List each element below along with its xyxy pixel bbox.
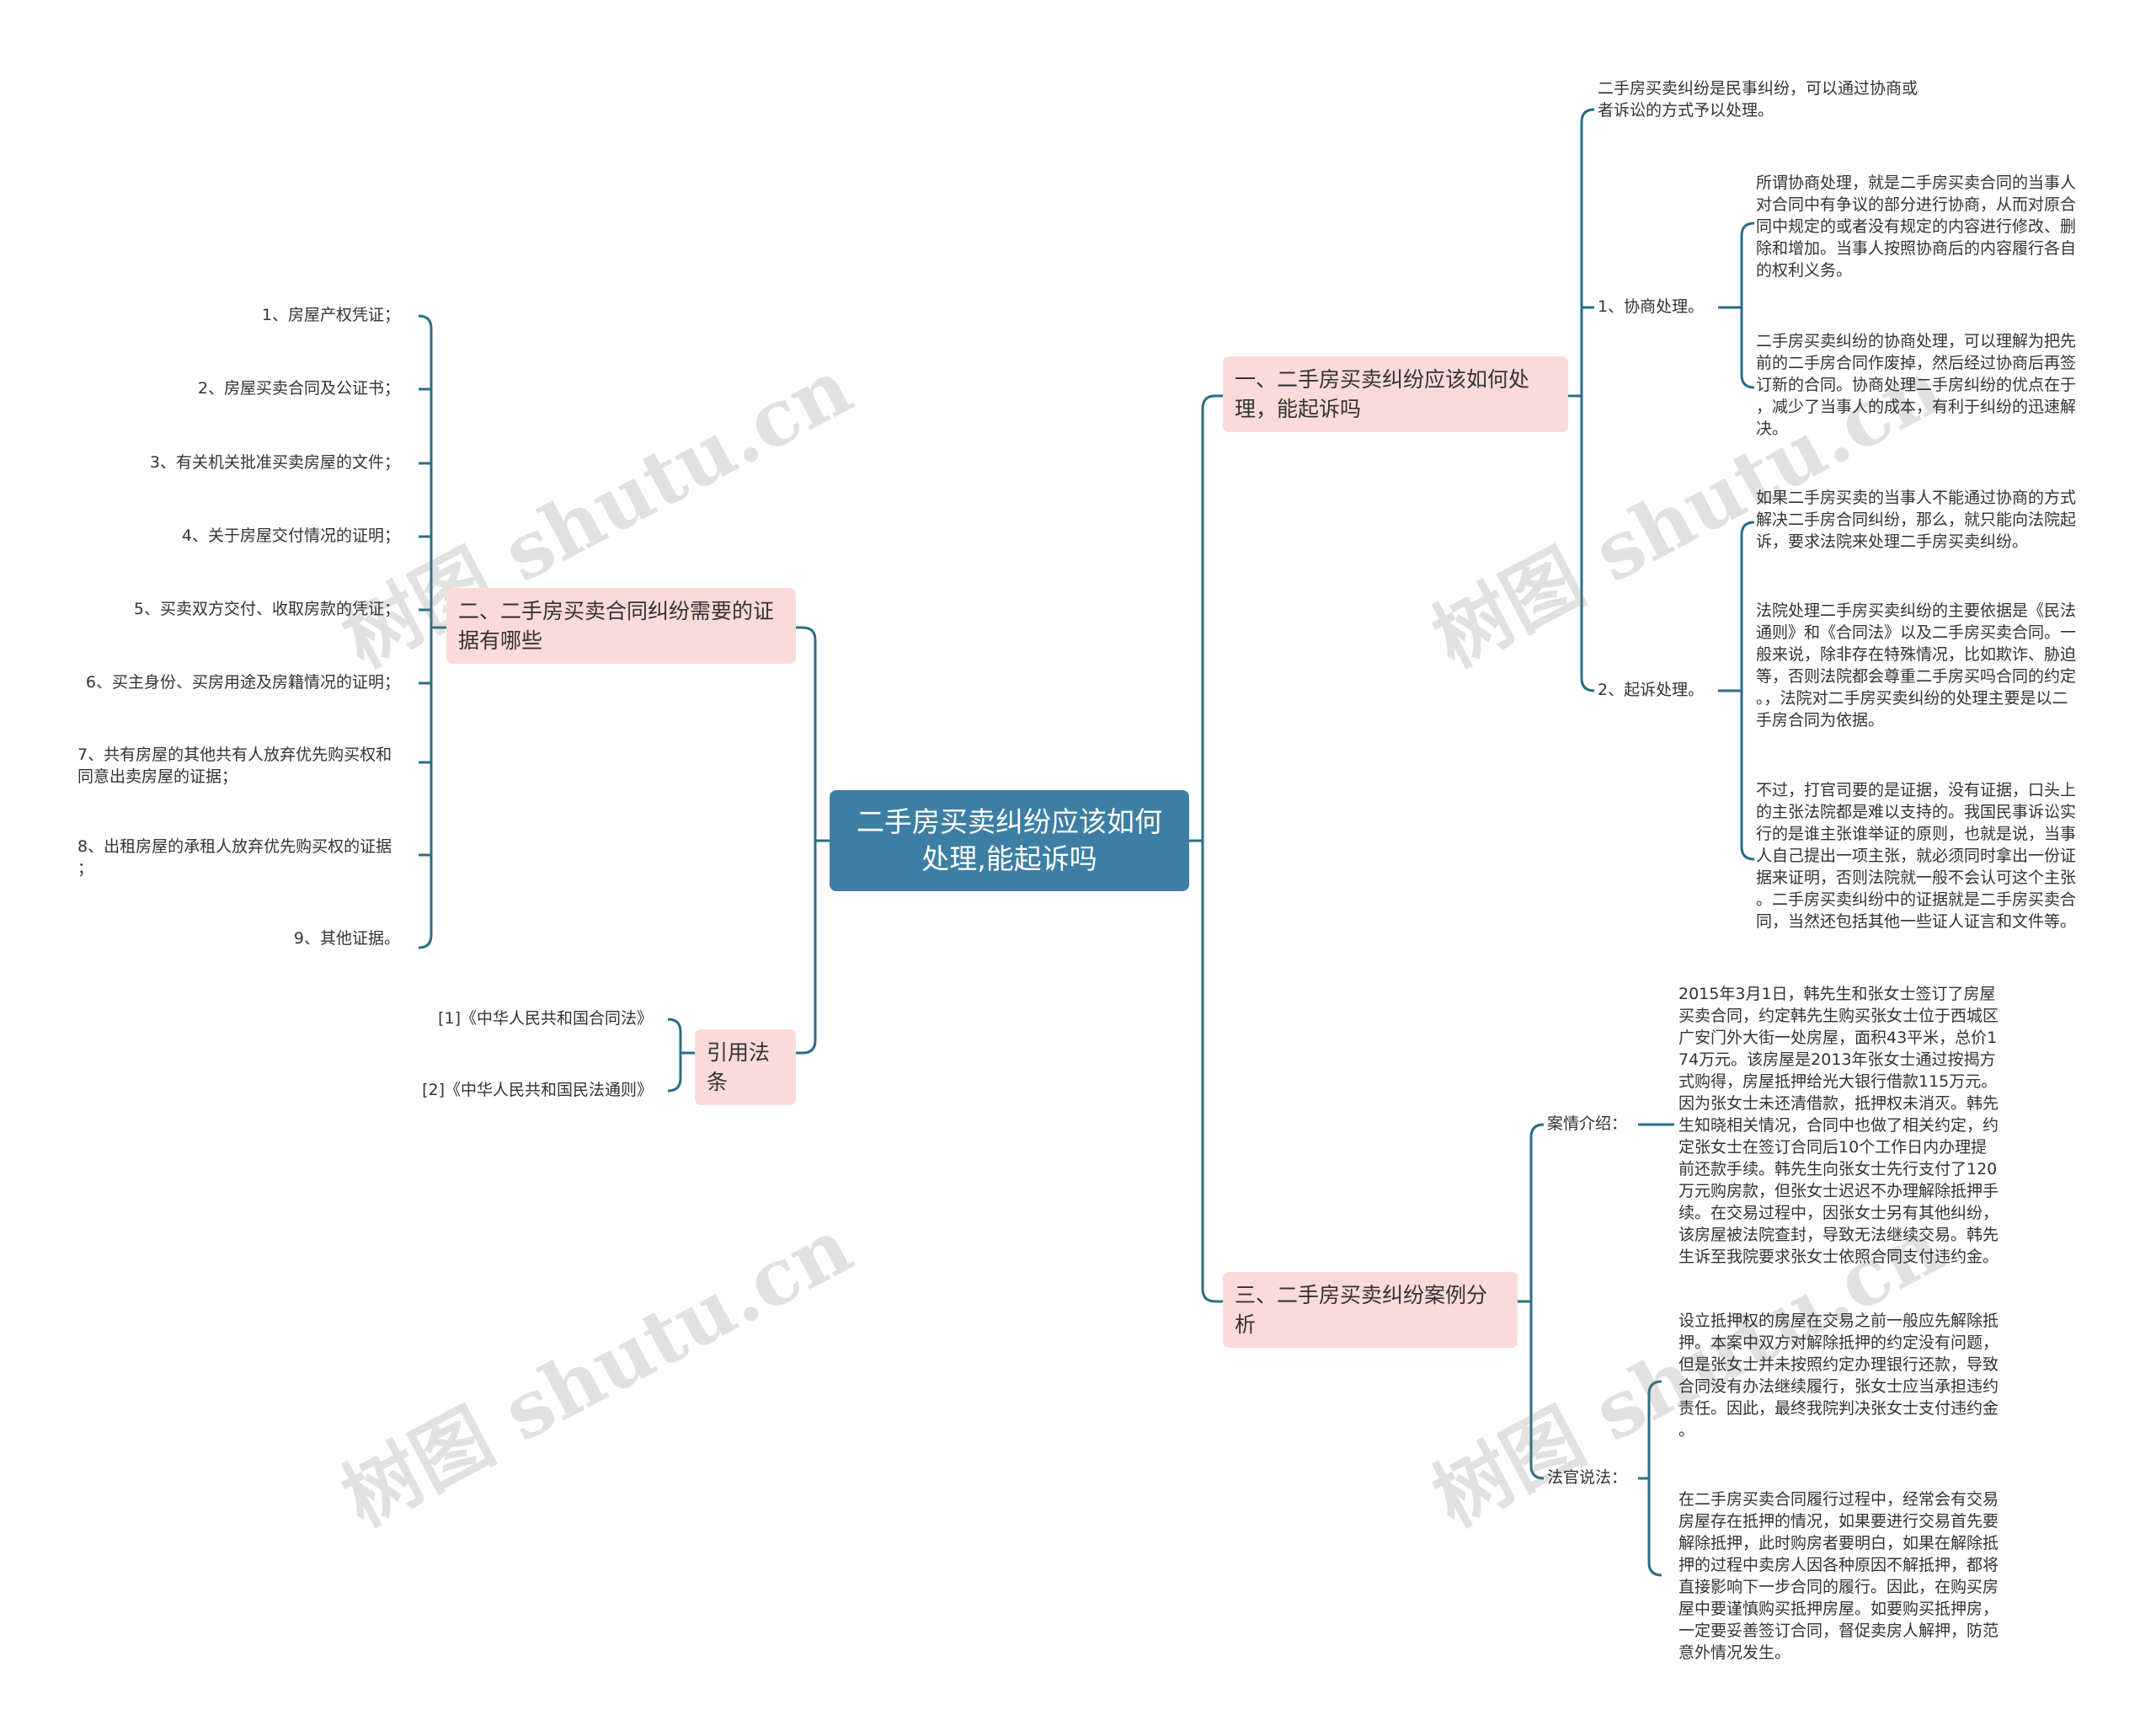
branch-2[interactable]: 二、二手房买卖合同纠纷需要的证据有哪些	[446, 588, 796, 664]
b3-judge-para-1: 设立抵押权的房屋在交易之前一般应先解除抵 押。本案中双方对解除抵押的约定没有问题…	[1678, 1312, 1999, 1440]
b1-intro: 二手房买卖纠纷是民事纠纷，可以通过协商或 者诉讼的方式予以处理。	[1598, 79, 1919, 120]
branch-laws-title: 引用法条	[707, 1040, 771, 1094]
b1-sub-2-para-1: 如果二手房买卖的当事人不能通过协商的方式 解决二手房合同纠纷，那么，就只能向法院…	[1756, 489, 2077, 551]
b1-sub-2-label[interactable]: 2、起诉处理。	[1598, 681, 1705, 699]
evidence-item-1: 1、房屋产权凭证；	[261, 306, 400, 324]
evidence-item-3: 3、有关机关批准买卖房屋的文件；	[149, 453, 400, 472]
evidence-item-4: 4、关于房屋交付情况的证明；	[181, 526, 400, 545]
b1-sub-2-para-2: 法院处理二手房买卖纠纷的主要依据是《民法 通则》和《合同法》以及二手房买卖合同。…	[1756, 601, 2077, 729]
b3-case-label[interactable]: 案情介绍：	[1547, 1114, 1628, 1133]
root-title: 二手房买卖纠纷应该如何处理,能起诉吗	[857, 805, 1162, 875]
evidence-item-8: 8、出租房屋的承租人放弃优先购买权的证据 ；	[77, 837, 392, 878]
branch-2-title: 二、二手房买卖合同纠纷需要的证据有哪些	[458, 599, 775, 653]
law-item-1: [1]《中华人民共和国合同法》	[438, 1009, 653, 1028]
evidence-item-9: 9、其他证据。	[293, 929, 400, 948]
law-item-2: [2]《中华人民共和国民法通则》	[422, 1081, 653, 1099]
b3-judge-label[interactable]: 法官说法：	[1547, 1468, 1628, 1487]
b1-sub-1-label[interactable]: 1、协商处理。	[1598, 297, 1705, 316]
branch-laws[interactable]: 引用法条	[695, 1029, 796, 1105]
b3-case-text: 2015年3月1日，韩先生和张女士签订了房屋 买卖合同，约定韩先生购买张女士位于…	[1678, 985, 1999, 1266]
b1-sub-1-para-2: 二手房买卖纠纷的协商处理，可以理解为把先 前的二手房合同作废掉，然后经过协商后再…	[1756, 332, 2077, 438]
b1-sub-2-para-3: 不过，打官司要的是证据，没有证据，口头上 的主张法院都是难以支持的。我国民事诉讼…	[1756, 781, 2077, 931]
evidence-item-2: 2、房屋买卖合同及公证书；	[197, 379, 400, 398]
branch-1[interactable]: 一、二手房买卖纠纷应该如何处理，能起诉吗	[1223, 356, 1568, 432]
branch-3[interactable]: 三、二手房买卖纠纷案例分析	[1223, 1272, 1518, 1348]
branch-3-title: 三、二手房买卖纠纷案例分析	[1235, 1283, 1488, 1337]
root-node[interactable]: 二手房买卖纠纷应该如何处理,能起诉吗	[830, 790, 1189, 891]
evidence-item-7: 7、共有房屋的其他共有人放弃优先购买权和 同意出卖房屋的证据；	[77, 745, 392, 786]
branch-1-title: 一、二手房买卖纠纷应该如何处理，能起诉吗	[1235, 367, 1530, 421]
b3-judge-para-2: 在二手房买卖合同履行过程中，经常会有交易 房屋存在抵押的情况，如果要进行交易首先…	[1678, 1490, 1999, 1662]
b1-sub-1-para-1: 所谓协商处理，就是二手房买卖合同的当事人 对合同中有争议的部分进行协商，从而对原…	[1756, 174, 2077, 280]
evidence-item-6: 6、买主身份、买房用途及房籍情况的证明；	[85, 673, 400, 692]
evidence-item-5: 5、买卖双方交付、收取房款的凭证；	[133, 600, 400, 618]
